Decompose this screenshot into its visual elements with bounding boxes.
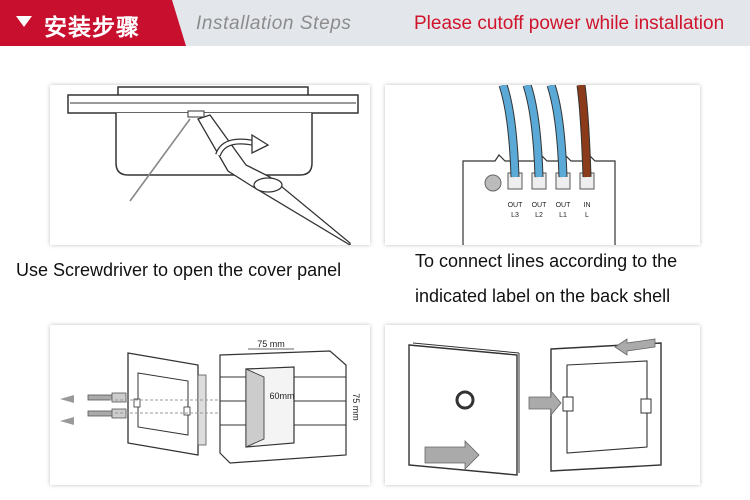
header-bar: 安装步骤 Installation Steps Please cutoff po… [0, 0, 750, 46]
mounting-diagram: 75 mm 75 mm 60mm [60, 339, 361, 464]
dimension-depth-label: 60mm [269, 391, 294, 401]
terminal-label-out-l2-bottom: L2 [535, 212, 543, 219]
terminal-label-in-l-top: IN [584, 202, 591, 209]
title-english: Installation Steps [196, 13, 352, 34]
step2-illustration: OUT L3 OUT L2 OUT L1 IN L [385, 83, 700, 245]
cover-attach-diagram [408, 338, 662, 476]
dimension-width-label: 75 mm [257, 339, 285, 349]
step3-illustration: 75 mm 75 mm 60mm [50, 325, 370, 485]
terminal-label-out-l3-bottom: L3 [511, 212, 519, 219]
terminal-label-out-l2-top: OUT [532, 202, 548, 209]
title-tab-background [0, 0, 186, 46]
caret-down-icon [16, 16, 32, 27]
step1-illustration [50, 85, 370, 247]
screwdriver-diagram [67, 86, 359, 247]
step4-illustration [385, 325, 700, 485]
power-warning: Please cutoff power while installation [414, 13, 725, 34]
terminal-label-in-l-bottom: L [585, 212, 589, 219]
dimension-height-label: 75 mm [351, 393, 361, 421]
step1-caption-line: Use Screwdriver to open the cover panel [16, 260, 342, 280]
wiring-diagram: OUT L3 OUT L2 OUT L1 IN L [462, 83, 616, 245]
terminal-label-out-l3-top: OUT [508, 202, 524, 209]
step2-caption-line-1: To connect lines according to the [415, 251, 678, 271]
terminal-label-out-l1-bottom: L1 [559, 212, 567, 219]
terminal-label-out-l1-top: OUT [556, 202, 572, 209]
step2-caption: To connect lines according to the indica… [415, 244, 677, 314]
title-chinese: 安装步骤 [44, 15, 140, 41]
step1-caption: Use Screwdriver to open the cover panel [16, 260, 341, 281]
step2-caption-line-2: indicated label on the back shell [415, 286, 671, 306]
title-tab: 安装步骤 [0, 0, 190, 46]
